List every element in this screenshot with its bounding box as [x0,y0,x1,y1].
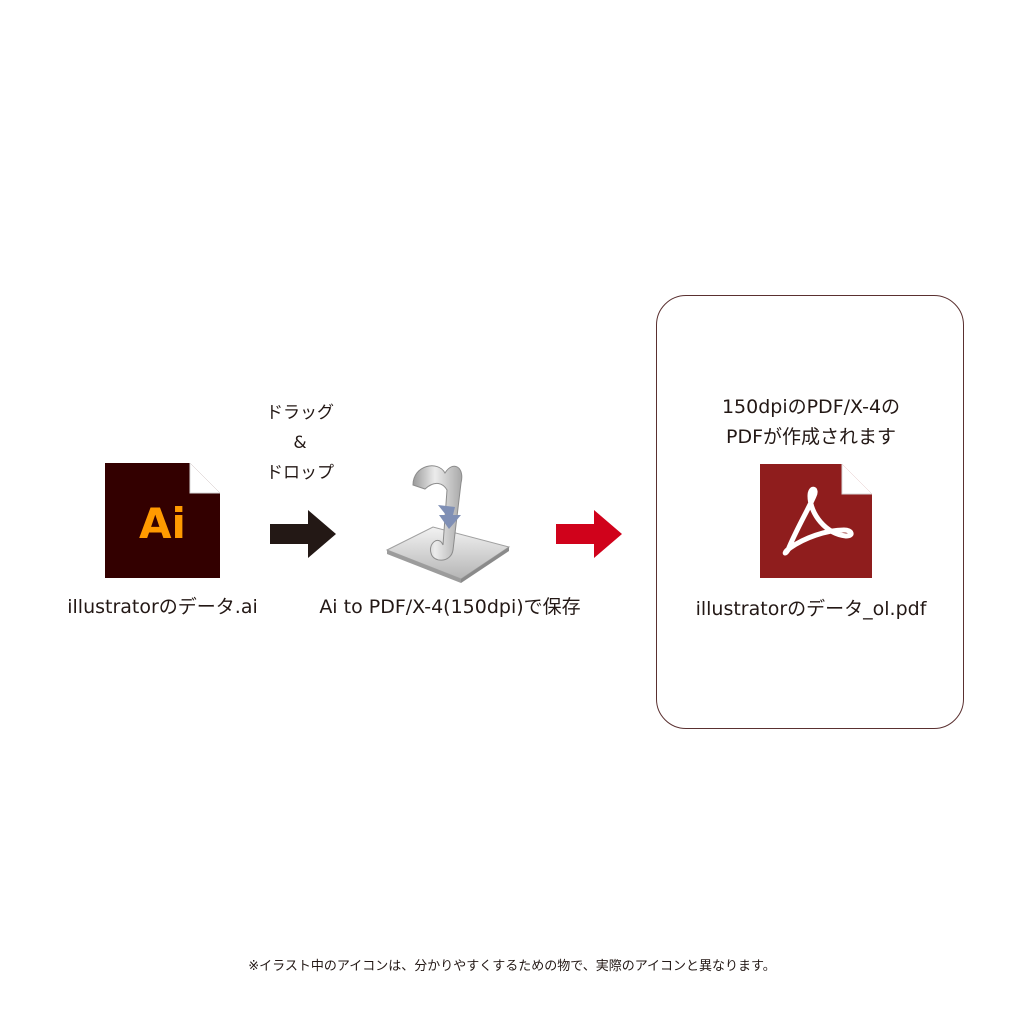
footnote: ※イラスト中のアイコンは、分かりやすくするための物で、実際のアイコンと異なります… [248,959,776,974]
result-box: 150dpiのPDF/X-4の PDFが作成されます illustratorのデ… [656,295,964,729]
source-filename: illustratorのデータ.ai [67,596,258,618]
result-caption: 150dpiのPDF/X-4の PDFが作成されます [657,392,965,452]
drag-line-3: ドロップ [266,463,334,483]
acrobat-pdf-icon [760,464,872,582]
result-line-2: PDFが作成されます [725,426,897,448]
automator-droplet-icon[interactable] [383,455,513,589]
red-arrow-icon [556,510,622,562]
result-line-1: 150dpiのPDF/X-4の [721,396,901,418]
ai-icon-text: Ai [139,499,186,548]
ai-file-icon: Ai [105,463,220,578]
result-filename: illustratorのデータ_ol.pdf [695,598,927,620]
drag-line-2: & [293,433,307,453]
droplet-label: Ai to PDF/X-4(150dpi)で保存 [319,596,581,618]
drag-line-1: ドラッグ [266,403,334,423]
drag-drop-caption: ドラッグ & ドロップ [240,398,360,488]
black-arrow-icon [270,510,336,562]
